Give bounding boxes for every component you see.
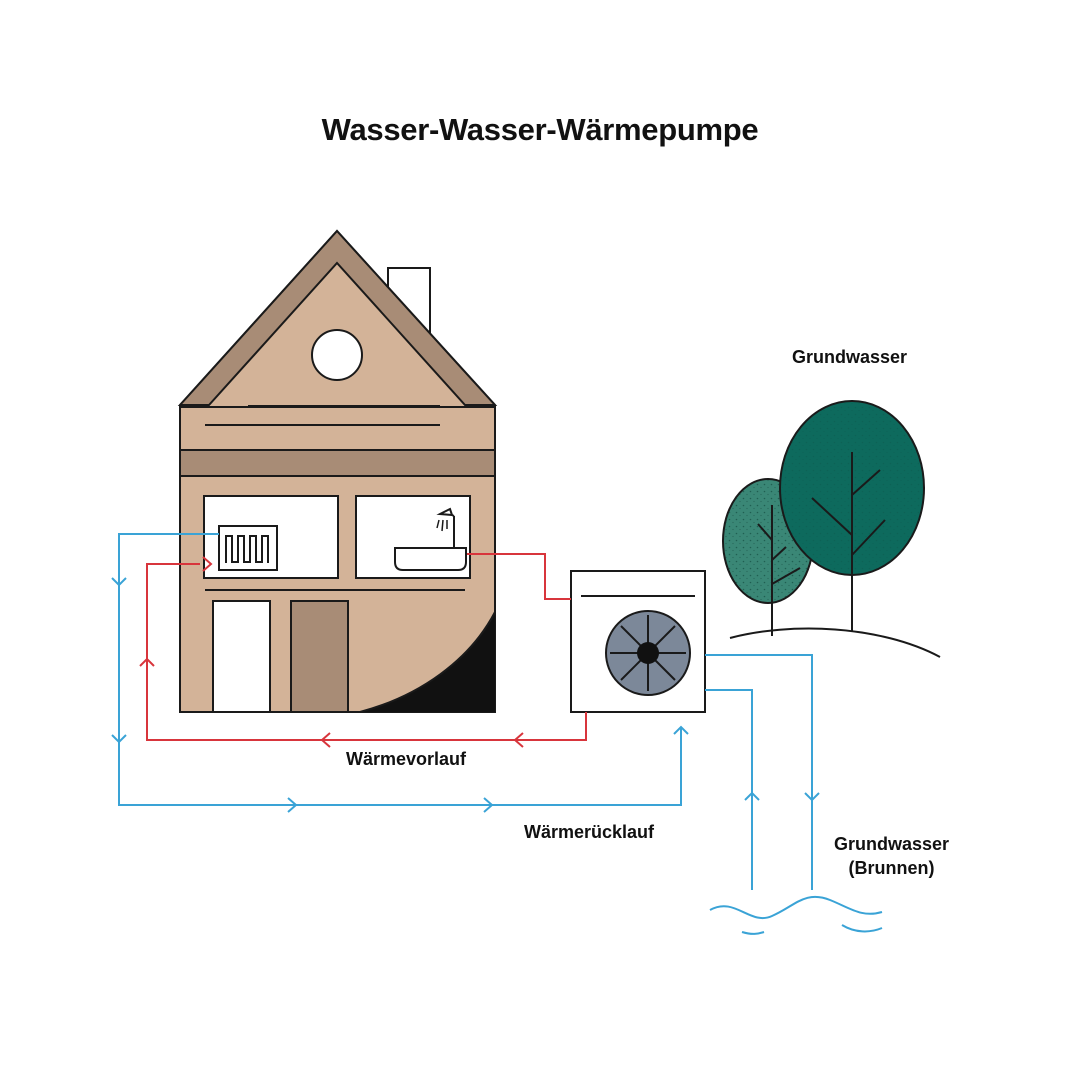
return-label: Wärmerücklauf <box>524 822 655 842</box>
house-icon <box>177 229 498 713</box>
attic-window <box>311 329 363 381</box>
heat-pump-icon <box>570 570 706 713</box>
door-white <box>212 600 271 713</box>
house-shadow <box>360 612 495 712</box>
return-line <box>111 533 820 890</box>
roof-band <box>177 229 498 406</box>
radiator-icon <box>218 525 278 571</box>
flow-line <box>139 553 587 748</box>
facade-band <box>179 449 496 477</box>
door-brown <box>290 600 349 713</box>
groundwater-well-label-line1: Grundwasser <box>834 834 950 854</box>
page-title: Wasser-Wasser-Wärmepumpe <box>321 112 759 147</box>
shower-icon <box>436 507 455 548</box>
tree-icon <box>779 400 925 632</box>
groundwater-well-label-line2: (Brunnen) <box>848 858 935 878</box>
groundwater-label: Grundwasser <box>792 347 908 367</box>
groundwater-well-label: Grundwasser (Brunnen) <box>834 832 949 880</box>
water-wave-icon <box>709 895 883 935</box>
fan-icon <box>605 610 691 696</box>
flow-label: Wärmevorlauf <box>346 749 467 769</box>
hill <box>729 627 941 658</box>
bathtub-icon <box>394 547 467 571</box>
